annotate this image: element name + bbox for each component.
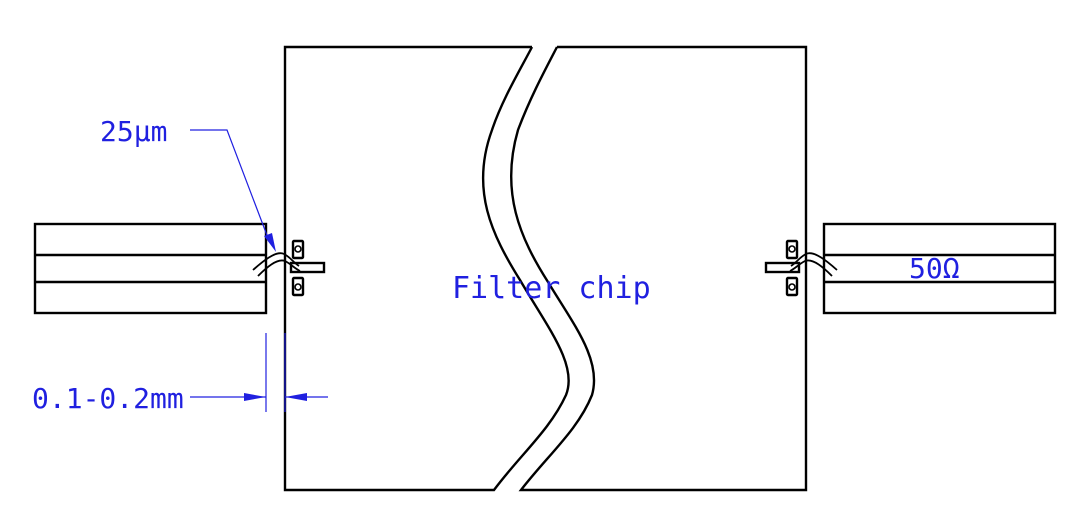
gap-arrowhead-left xyxy=(244,393,266,401)
right-bond-pads xyxy=(764,239,801,297)
left-signal-pad xyxy=(289,261,326,274)
right-bond-wire-upper xyxy=(790,252,838,271)
gap-arrowhead-right xyxy=(285,393,307,401)
wire-diameter-leader-line xyxy=(190,129,269,239)
chip-left-half xyxy=(283,45,570,492)
left-ground-pad-top xyxy=(291,239,305,260)
left-bond-wire-lower xyxy=(257,259,301,277)
right-signal-pad xyxy=(764,261,801,274)
left-bond-pads xyxy=(289,239,326,297)
wire-diameter-arrowhead xyxy=(264,233,276,252)
gap-dimension xyxy=(190,333,328,412)
wire-diameter-leader xyxy=(190,129,276,252)
left-substrate xyxy=(33,222,268,315)
bond-wires xyxy=(252,252,838,277)
right-ground-pad-top xyxy=(785,239,799,260)
gap-label: 0.1-0.2mm xyxy=(32,382,184,415)
chip-right-half xyxy=(510,45,808,492)
left-substrate-outline xyxy=(33,222,268,315)
filter-chip-body xyxy=(283,45,808,492)
left-ground-pad-bottom xyxy=(291,276,305,297)
right-ground-pad-bottom xyxy=(785,276,799,297)
chip-label: Filter chip xyxy=(452,271,651,306)
wire-diameter-label: 25μm xyxy=(100,115,167,148)
right-bond-wire-lower xyxy=(789,259,833,277)
impedance-label: 50Ω xyxy=(909,252,960,285)
left-bond-wire-upper xyxy=(252,252,300,271)
